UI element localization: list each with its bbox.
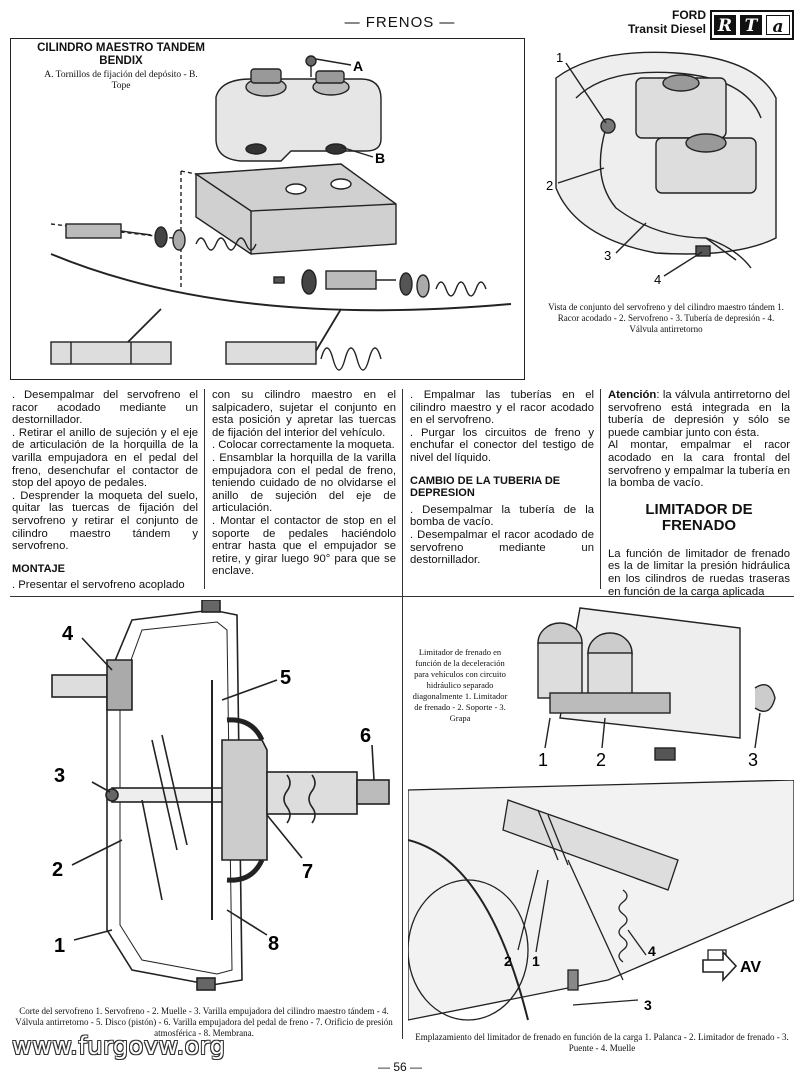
subheading-tuberia: CAMBIO DE LA TUBERIA DE DEPRESION [410,474,561,500]
paragraph: . Desempalmar el racor acodado de servof… [410,528,594,567]
watermark: www.furgovw.org [12,1032,226,1060]
brand-label: FORD [672,8,706,22]
direction-label: AV [740,959,761,976]
paragraph: . Montar el contactor de stop en el sopo… [212,514,396,578]
figure1-title: CILINDRO MAESTRO TANDEM BENDIX [37,42,205,67]
label-B: B [375,150,385,166]
label-1: 1 [532,953,540,969]
logo-letter: R [714,15,736,36]
paragraph: Al montar, empalmar el racor acodado en … [608,439,790,490]
logo-letter: T [740,15,762,36]
label-6: 6 [360,725,371,747]
label-3: 3 [644,997,652,1013]
model-label: Transit Diesel [627,22,706,36]
figure5-caption: Emplazamiento del limitador de frenado e… [415,1032,789,1053]
text-column-2: con su cilindro maestro en el salpicader… [212,389,396,578]
paragraph: La función de limitador de frenado es la… [608,547,790,598]
master-cylinder-drawing: A B [50,55,512,371]
label-4: 4 [648,943,656,959]
limiter-location-drawing: 2 1 3 4 AV [407,779,795,1021]
label-1: 1 [556,50,563,65]
paragraph: con su cilindro maestro en el salpicader… [212,389,396,439]
paragraph: . Purgar los circuitos de freno y enchuf… [410,426,594,464]
figure3-caption: Corte del servofreno 1. Servofreno - 2. … [15,1006,393,1038]
label-2: 2 [52,859,63,881]
paragraph: . Empalmar las tuberías en el cilindro m… [410,389,594,427]
column-divider [204,389,205,589]
column-divider [600,389,601,589]
figure-master-cylinder: A B [10,38,525,380]
label-3: 3 [54,765,65,787]
label-3: 3 [604,248,611,263]
figure-servo-section: 4 5 6 3 2 7 1 8 [12,599,400,1004]
paragraph: . Ensamblar la horquilla de la varilla e… [212,451,396,515]
figure4-caption: Limitador de frenado en función de la de… [412,647,508,723]
paragraph: Atención: la válvula antirretorno del se… [608,389,790,439]
figure-brake-limiter: 1 2 3 [520,598,794,778]
figure-servo-overview: 1 2 3 4 [536,38,794,380]
logo-letter: a [766,15,790,37]
attention-lead: Atención [608,389,657,401]
subheading-montaje: MONTAJE [12,562,65,575]
paragraph: . Presentar el servofreno acoplado [12,579,185,592]
paragraph: . Desempalmar la tubería de la bomba de … [410,503,594,529]
section-divider [10,596,794,597]
column-divider [402,389,403,1039]
heading-limitador: LIMITADOR DE FRENADO [645,500,753,534]
figure2-caption: Vista de conjunto del servofreno y del c… [548,302,784,334]
paragraph: . Desprender la moqueta del suelo, quita… [12,489,198,553]
paragraph: . Desempalmar del servofreno el racor ac… [12,389,198,427]
text-column-4: Atención: la válvula antirretorno del se… [608,389,790,598]
figure1-caption: A. Tornillos de fijación del depósito - … [44,70,198,91]
text-column-3: . Empalmar las tuberías en el cilindro m… [410,389,594,567]
rta-logo: R T a [710,10,794,40]
label-2: 2 [596,750,606,770]
label-A: A [353,58,363,74]
text-column-1: . Desempalmar del servofreno el racor ac… [12,389,198,592]
servo-overview-drawing: 1 2 3 4 [546,50,777,287]
brake-limiter-drawing: 1 2 3 [537,607,776,770]
label-2: 2 [504,953,512,969]
label-8: 8 [268,933,279,955]
label-1: 1 [538,750,548,770]
page-number: — 56 — [377,1060,422,1074]
section-title: — FRENOS — [344,14,456,31]
label-2: 2 [546,178,553,193]
label-7: 7 [302,861,313,883]
label-4: 4 [654,272,661,287]
figure-limiter-location: 2 1 3 4 AV [407,779,795,1030]
label-4: 4 [62,623,74,645]
paragraph: . Colocar correctamente la moqueta. [212,439,395,452]
label-3: 3 [748,750,758,770]
paragraph: . Retirar el anillo de sujeción y el eje… [12,426,198,490]
label-1: 1 [54,935,65,957]
servo-section-drawing: 4 5 6 3 2 7 1 8 [51,599,390,991]
attention-text: : la válvula antirretorno del servofreno… [608,389,790,439]
label-5: 5 [280,667,291,689]
vehicle-brand: FORD Transit Diesel [596,8,706,36]
